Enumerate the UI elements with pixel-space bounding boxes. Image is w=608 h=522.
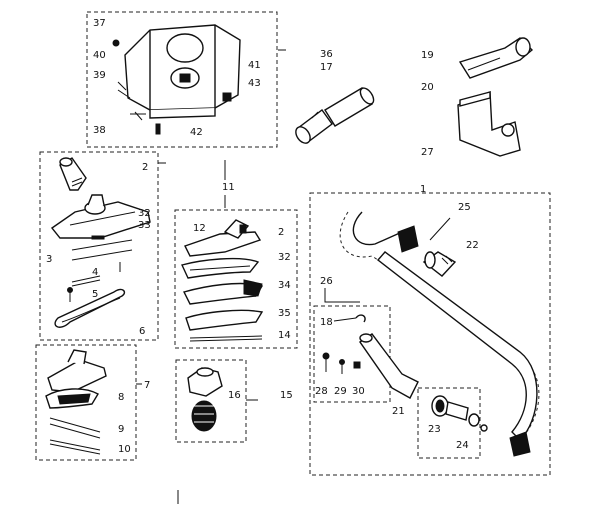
nozzle-part (59, 157, 87, 191)
storage-bracket-part (457, 90, 521, 157)
label-20: 20 (421, 82, 434, 93)
label-10: 10 (118, 444, 131, 455)
label-22: 22 (466, 240, 479, 251)
label-38: 38 (93, 125, 106, 136)
label-37: 37 (93, 18, 106, 29)
label-17: 17 (320, 62, 333, 73)
label-8: 8 (118, 392, 124, 403)
label-26: 26 (320, 276, 333, 287)
hose-assembly-box (309, 192, 551, 476)
label-7: 7 (144, 380, 150, 391)
label-6: 6 (139, 326, 145, 337)
label-36: 36 (320, 49, 333, 60)
label-43: 43 (248, 78, 261, 89)
label-3: 3 (46, 254, 52, 265)
label-34: 34 (278, 280, 291, 291)
label-12: 12 (193, 223, 206, 234)
crevice-tool-part (458, 37, 534, 79)
label-1: 1 (420, 184, 426, 195)
label-14: 14 (278, 330, 291, 341)
upholstery-tool-part (45, 349, 107, 455)
label-32-left: 32 (138, 208, 151, 219)
hose-handle-part (359, 333, 419, 399)
label-25: 25 (458, 202, 471, 213)
hose-subassembly-box (313, 305, 391, 403)
screw-parts (322, 352, 361, 374)
swivel-box (417, 387, 481, 459)
hose-part (339, 211, 540, 457)
coupling-part (422, 251, 457, 277)
strip-part (54, 239, 133, 328)
attachment-kit-box (86, 11, 278, 148)
label-24: 24 (456, 440, 469, 451)
label-2-center: 2 (278, 227, 284, 238)
dusting-brush-part (187, 367, 223, 432)
label-15: 15 (280, 390, 293, 401)
upholstery-tool-box (35, 344, 137, 461)
extension-wand-part (295, 87, 375, 144)
label-4: 4 (92, 267, 98, 278)
label-5: 5 (92, 289, 98, 300)
crevice-nozzle-box (39, 151, 159, 341)
label-40: 40 (93, 50, 106, 61)
label-21: 21 (392, 406, 405, 417)
label-18: 18 (320, 317, 333, 328)
label-19: 19 (421, 50, 434, 61)
label-30: 30 (352, 386, 365, 397)
label-16: 16 (228, 390, 241, 401)
label-28: 28 (315, 386, 328, 397)
label-32-center: 32 (278, 252, 291, 263)
floor-nozzle-part (50, 194, 151, 240)
label-42: 42 (190, 127, 203, 138)
swivel-part (431, 395, 488, 432)
label-39: 39 (93, 70, 106, 81)
label-11: 11 (222, 182, 235, 193)
label-2-left: 2 (142, 162, 148, 173)
dusting-brush-box (175, 359, 247, 443)
brush-head-part (181, 219, 264, 342)
label-23: 23 (428, 424, 441, 435)
floor-brush-box (174, 209, 298, 349)
label-9: 9 (118, 424, 124, 435)
caddy-part (112, 24, 241, 135)
label-27: 27 (421, 147, 434, 158)
label-29: 29 (334, 386, 347, 397)
label-35: 35 (278, 308, 291, 319)
label-33: 33 (138, 220, 151, 231)
label-41: 41 (248, 60, 261, 71)
